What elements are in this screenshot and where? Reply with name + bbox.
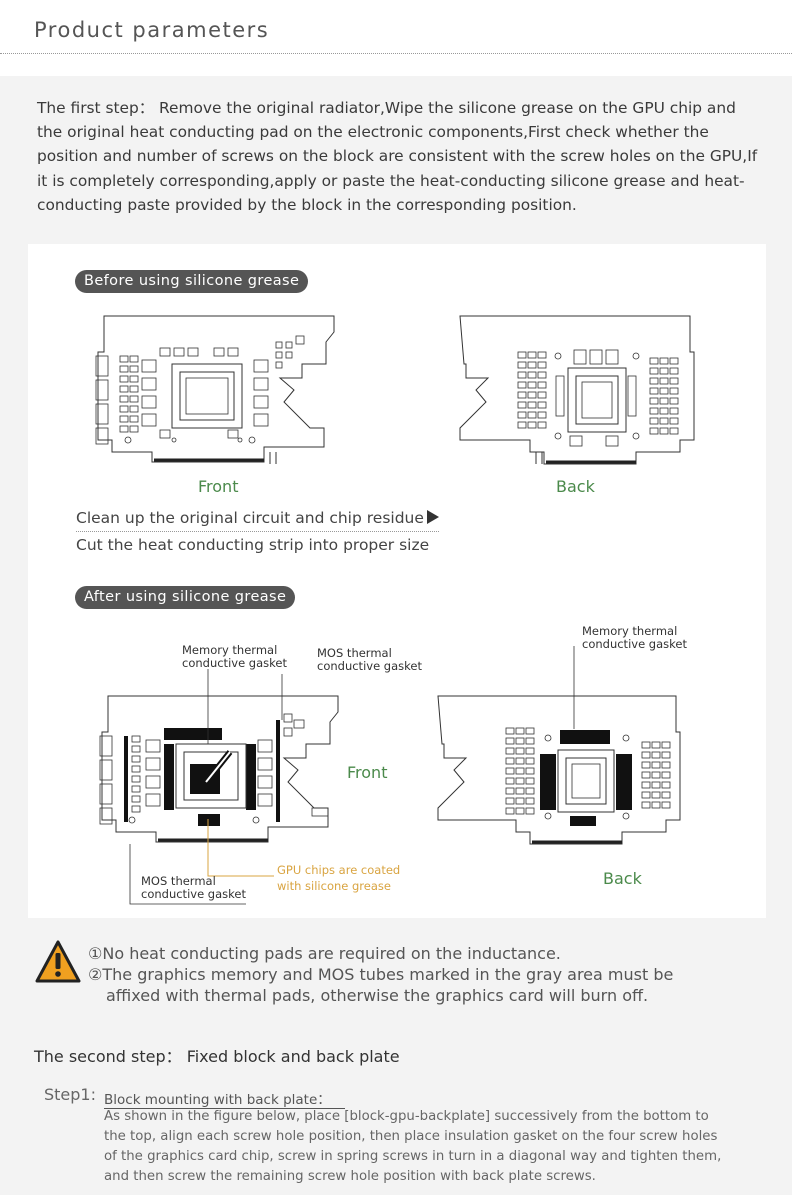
triangle-arrow-icon [426,510,439,524]
step1-title: Block mounting with back plate： [104,1088,345,1109]
after-front-board-diagram [99,695,339,843]
after-back-label: Back [603,869,642,888]
annotation-leader-lines [129,646,575,905]
step-one-paragraph: The first step： Remove the original radi… [37,99,758,214]
before-back-label: Back [556,477,595,496]
before-back-board-diagram [459,315,695,465]
after-front-label: Front [347,763,388,782]
warning-note-2-line1: ②The graphics memory and MOS tubes marke… [88,965,674,984]
before-front-board-diagram [95,315,335,464]
mos-gasket-label-top: MOS thermal conductive gasket [317,646,422,673]
instruction-cut-strip: Cut the heat conducting strip into prope… [76,536,430,554]
header-divider [0,53,792,54]
step1-label: Step1: [44,1085,96,1104]
page-header: Product parameters [0,0,792,76]
after-badge: After using silicone grease [75,586,296,609]
diagram-card: Before using silicone grease [28,244,766,918]
page-title: Product parameters [34,18,270,42]
warning-icon [35,940,81,983]
before-front-label: Front [198,477,239,496]
mos-gasket-label-bottom: MOS thermal conductive gasket [141,874,246,901]
warning-note-2-line2: affixed with thermal pads, otherwise the… [106,986,649,1005]
step1-body: As shown in the figure below, place [blo… [104,1109,722,1184]
gpu-chip-note: GPU chips are coated with silicone greas… [277,863,401,893]
after-back-board-diagram [437,695,681,845]
step-two-title: The second step： Fixed block and back pl… [34,1047,400,1066]
before-badge: Before using silicone grease [75,270,309,293]
memory-gasket-label-front: Memory thermal conductive gasket [182,643,287,670]
warning-note-1: ①No heat conducting pads are required on… [88,944,561,963]
memory-gasket-label-back: Memory thermal conductive gasket [582,624,687,651]
instruction-clean-up: Clean up the original circuit and chip r… [76,509,439,532]
